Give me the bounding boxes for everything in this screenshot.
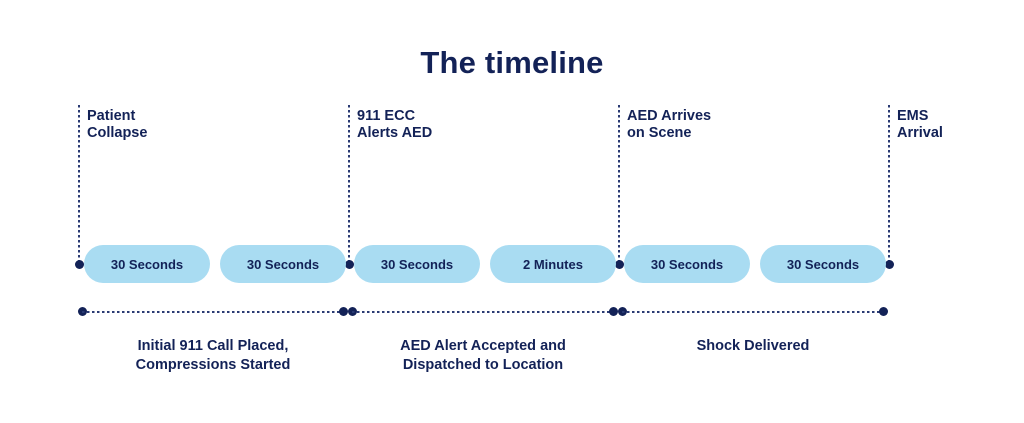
bracket-cap-right — [879, 307, 888, 316]
duration-pill[interactable]: 30 Seconds — [760, 245, 886, 283]
segment-caption-aed-alert-accepted: AED Alert Accepted and Dispatched to Loc… — [348, 337, 618, 375]
duration-pill-label: 30 Seconds — [110, 256, 184, 272]
marker-label-line2: Collapse — [87, 125, 148, 141]
marker-dot-ems-arrival — [885, 260, 894, 269]
duration-pill-label: 30 Seconds — [650, 256, 724, 272]
marker-dot-patient-collapse — [75, 260, 84, 269]
duration-pill-label: 30 Seconds — [786, 256, 860, 272]
duration-pill-label: 30 Seconds — [380, 256, 454, 272]
bracket-dotted-line — [352, 310, 614, 313]
segment-bracket-shock-delivered — [618, 307, 888, 316]
duration-pill[interactable]: 2 Minutes — [490, 245, 616, 283]
duration-pill[interactable]: 30 Seconds — [220, 245, 346, 283]
marker-label-line1: AED Arrives — [627, 108, 712, 124]
marker-label-aed-arrives: AED Arrives on Scene — [627, 108, 711, 142]
bracket-dotted-line — [622, 310, 884, 313]
marker-label-line2: Alerts AED — [357, 125, 433, 141]
marker-dot-ecc-alerts-aed — [345, 260, 354, 269]
segment-caption-line1: AED Alert Accepted and — [400, 338, 566, 354]
marker-label-line2: on Scene — [627, 125, 692, 141]
duration-pill-label: 2 Minutes — [523, 256, 583, 272]
bracket-cap-right — [339, 307, 348, 316]
segment-caption-line2: Compressions Started — [135, 357, 291, 373]
marker-label-ecc-alerts-aed: 911 ECC Alerts AED — [357, 108, 432, 142]
duration-pill-label: 30 Seconds — [246, 256, 320, 272]
segment-caption-line1: Shock Delivered — [696, 338, 810, 354]
segment-bracket-aed-alert-accepted — [348, 307, 618, 316]
duration-pill[interactable]: 30 Seconds — [354, 245, 480, 283]
marker-label-ems-arrival: EMS Arrival — [897, 108, 943, 142]
duration-pill[interactable]: 30 Seconds — [84, 245, 210, 283]
marker-line-patient-collapse — [78, 105, 80, 262]
bracket-dotted-line — [82, 310, 344, 313]
segment-bracket-initial-911-call — [78, 307, 348, 316]
marker-line-aed-arrives — [618, 105, 620, 262]
marker-line-ems-arrival — [888, 105, 890, 262]
marker-label-line1: Patient — [87, 108, 136, 124]
marker-dot-aed-arrives — [615, 260, 624, 269]
marker-label-line2: Arrival — [897, 125, 943, 141]
marker-label-patient-collapse: Patient Collapse — [87, 108, 147, 142]
duration-pill[interactable]: 30 Seconds — [624, 245, 750, 283]
page-title: The timeline — [420, 45, 604, 80]
bracket-cap-right — [609, 307, 618, 316]
segment-caption-shock-delivered: Shock Delivered — [618, 337, 888, 356]
marker-label-line1: 911 ECC — [357, 108, 416, 124]
segment-caption-initial-911-call: Initial 911 Call Placed, Compressions St… — [78, 337, 348, 375]
marker-label-line1: EMS — [897, 108, 929, 124]
segment-caption-line1: Initial 911 Call Placed, — [137, 338, 289, 354]
segment-caption-line2: Dispatched to Location — [402, 357, 564, 373]
marker-line-ecc-alerts-aed — [348, 105, 350, 262]
